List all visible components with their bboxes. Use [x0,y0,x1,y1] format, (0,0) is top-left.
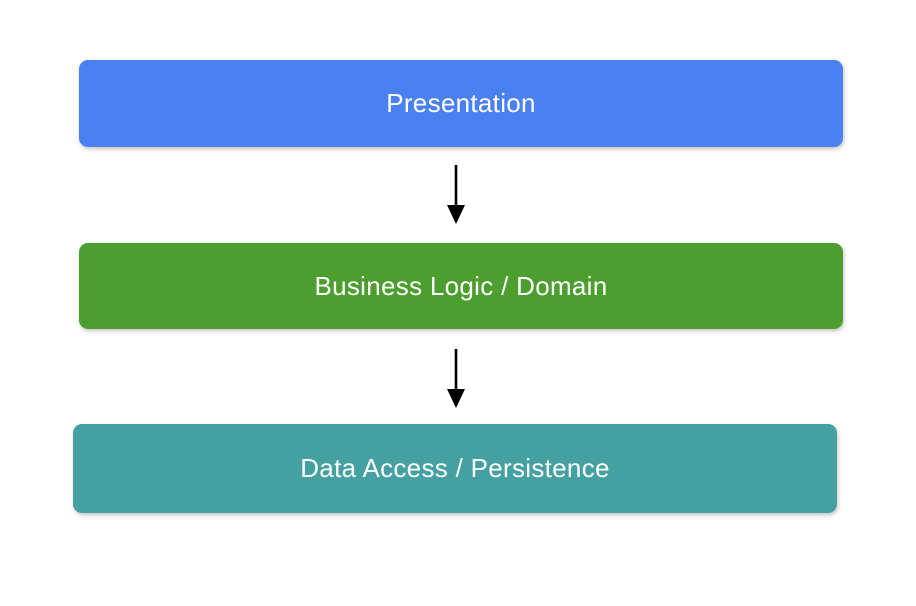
layer-box-business-logic: Business Logic / Domain [79,243,843,329]
layer-box-presentation: Presentation [79,60,843,147]
down-arrow-icon [444,163,468,225]
layer-box-data-access: Data Access / Persistence [73,424,837,513]
layer-label-data-access: Data Access / Persistence [300,453,610,483]
layer-label-business-logic: Business Logic / Domain [314,270,608,301]
down-arrow-icon [444,347,468,409]
layer-label-presentation: Presentation [386,88,536,118]
